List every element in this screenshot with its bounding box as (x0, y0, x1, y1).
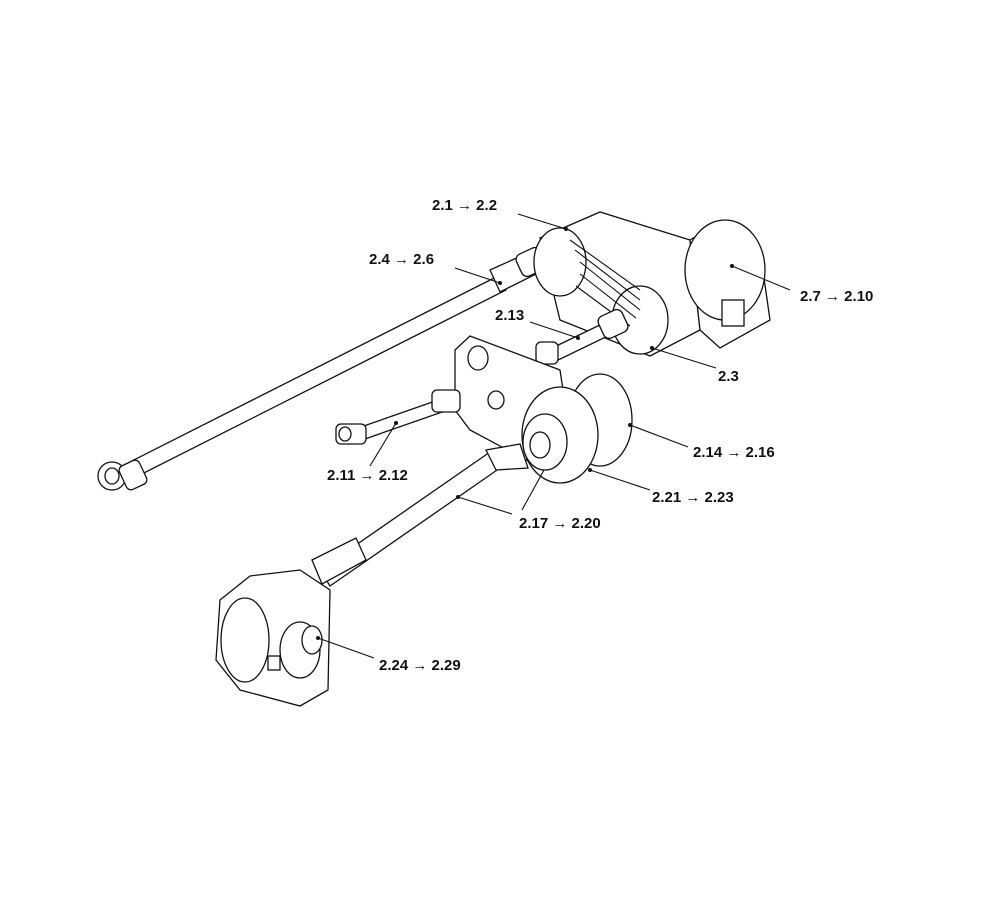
callout-2-21: 2.21 → 2.23 (652, 489, 734, 506)
front-gearbox (215, 569, 331, 707)
callout-2-11: 2.11 → 2.12 (327, 467, 408, 484)
front-propeller-shaft (311, 443, 529, 587)
callout-2-17: 2.17 → 2.20 (519, 515, 601, 532)
callout-2-14: 2.14 → 2.16 (693, 444, 775, 461)
flywheel-clutch (521, 373, 633, 484)
callout-2-3: 2.3 (718, 368, 739, 385)
belt-drive-housing (533, 211, 771, 357)
intermediate-shaft-2-11 (335, 389, 461, 445)
callout-2-24: 2.24 → 2.29 (379, 657, 461, 674)
callout-2-7: 2.7 → 2.10 (800, 288, 873, 305)
callout-2-1: 2.1 → 2.2 (432, 197, 497, 214)
callout-2-13: 2.13 (495, 307, 524, 324)
long-propeller-shaft (97, 246, 547, 491)
leader-lines (316, 213, 791, 659)
short-shaft-2-13 (535, 308, 629, 365)
callout-2-4: 2.4 → 2.6 (369, 251, 434, 268)
